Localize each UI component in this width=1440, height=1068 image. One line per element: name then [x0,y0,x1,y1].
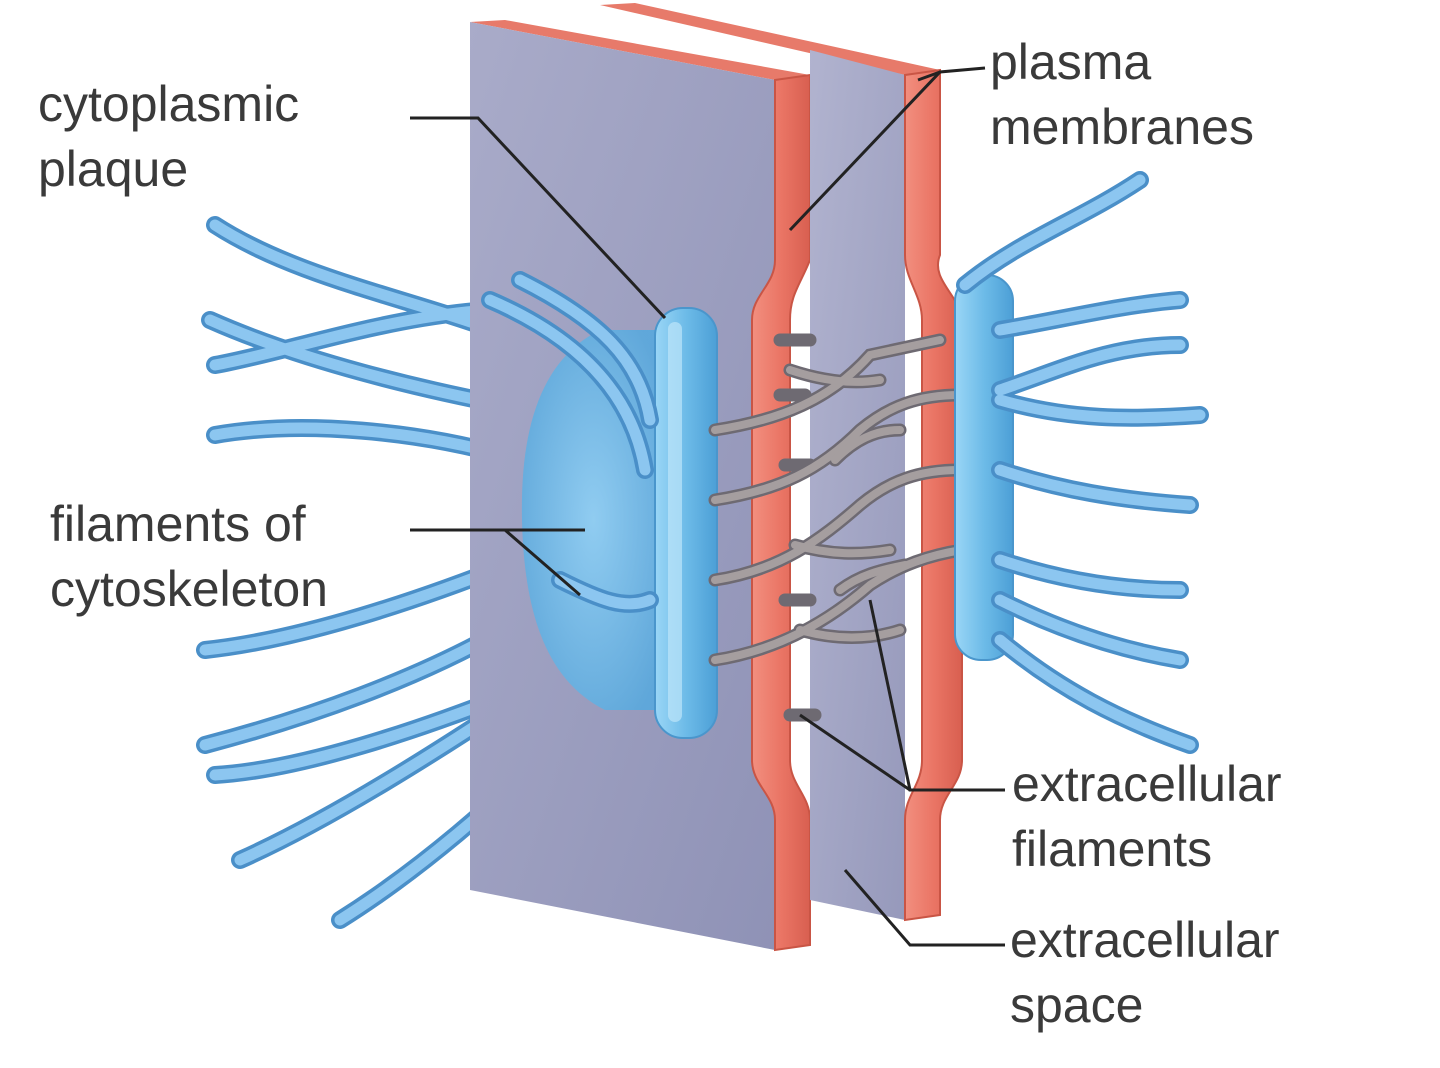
label-cytoplasmic-plaque: cytoplasmic plaque [38,72,299,202]
leader-plasma-membranes-right [917,70,941,82]
label-extracellular-filaments: extracellular filaments [1012,752,1282,882]
leader-extracellular-filaments-2 [799,713,911,792]
right-cytoskeleton-filaments [956,171,1209,754]
label-extracellular-space-line2: space [1010,977,1144,1033]
label-cytoplasmic-plaque-line1: cytoplasmic [38,76,300,132]
left-front-filaments [481,271,659,613]
leader-lines [410,66,1005,947]
label-cytoplasmic-plaque-line2: plaque [38,141,189,197]
label-extracellular-space-line1: extracellular [1010,912,1280,968]
label-extracellular-filaments-line2: filaments [1012,821,1213,877]
label-plasma-membranes-line1: plasma [990,34,1152,90]
label-extracellular-filaments-line1: extracellular [1012,756,1282,812]
label-extracellular-space: extracellular space [1010,908,1280,1038]
right-plasma-membrane [600,3,963,922]
label-filaments-of-cytoskeleton-line1: filaments of [50,496,306,552]
leader-cytoplasmic-plaque [410,116,667,320]
leader-extracellular-space [843,869,1005,947]
label-plasma-membranes: plasma membranes [990,30,1254,160]
extracellular-filaments [708,333,969,722]
label-filaments-of-cytoskeleton-line2: cytoskeleton [50,561,328,617]
label-plasma-membranes-line2: membranes [990,99,1254,155]
label-filaments-of-cytoskeleton: filaments of cytoskeleton [50,492,328,622]
